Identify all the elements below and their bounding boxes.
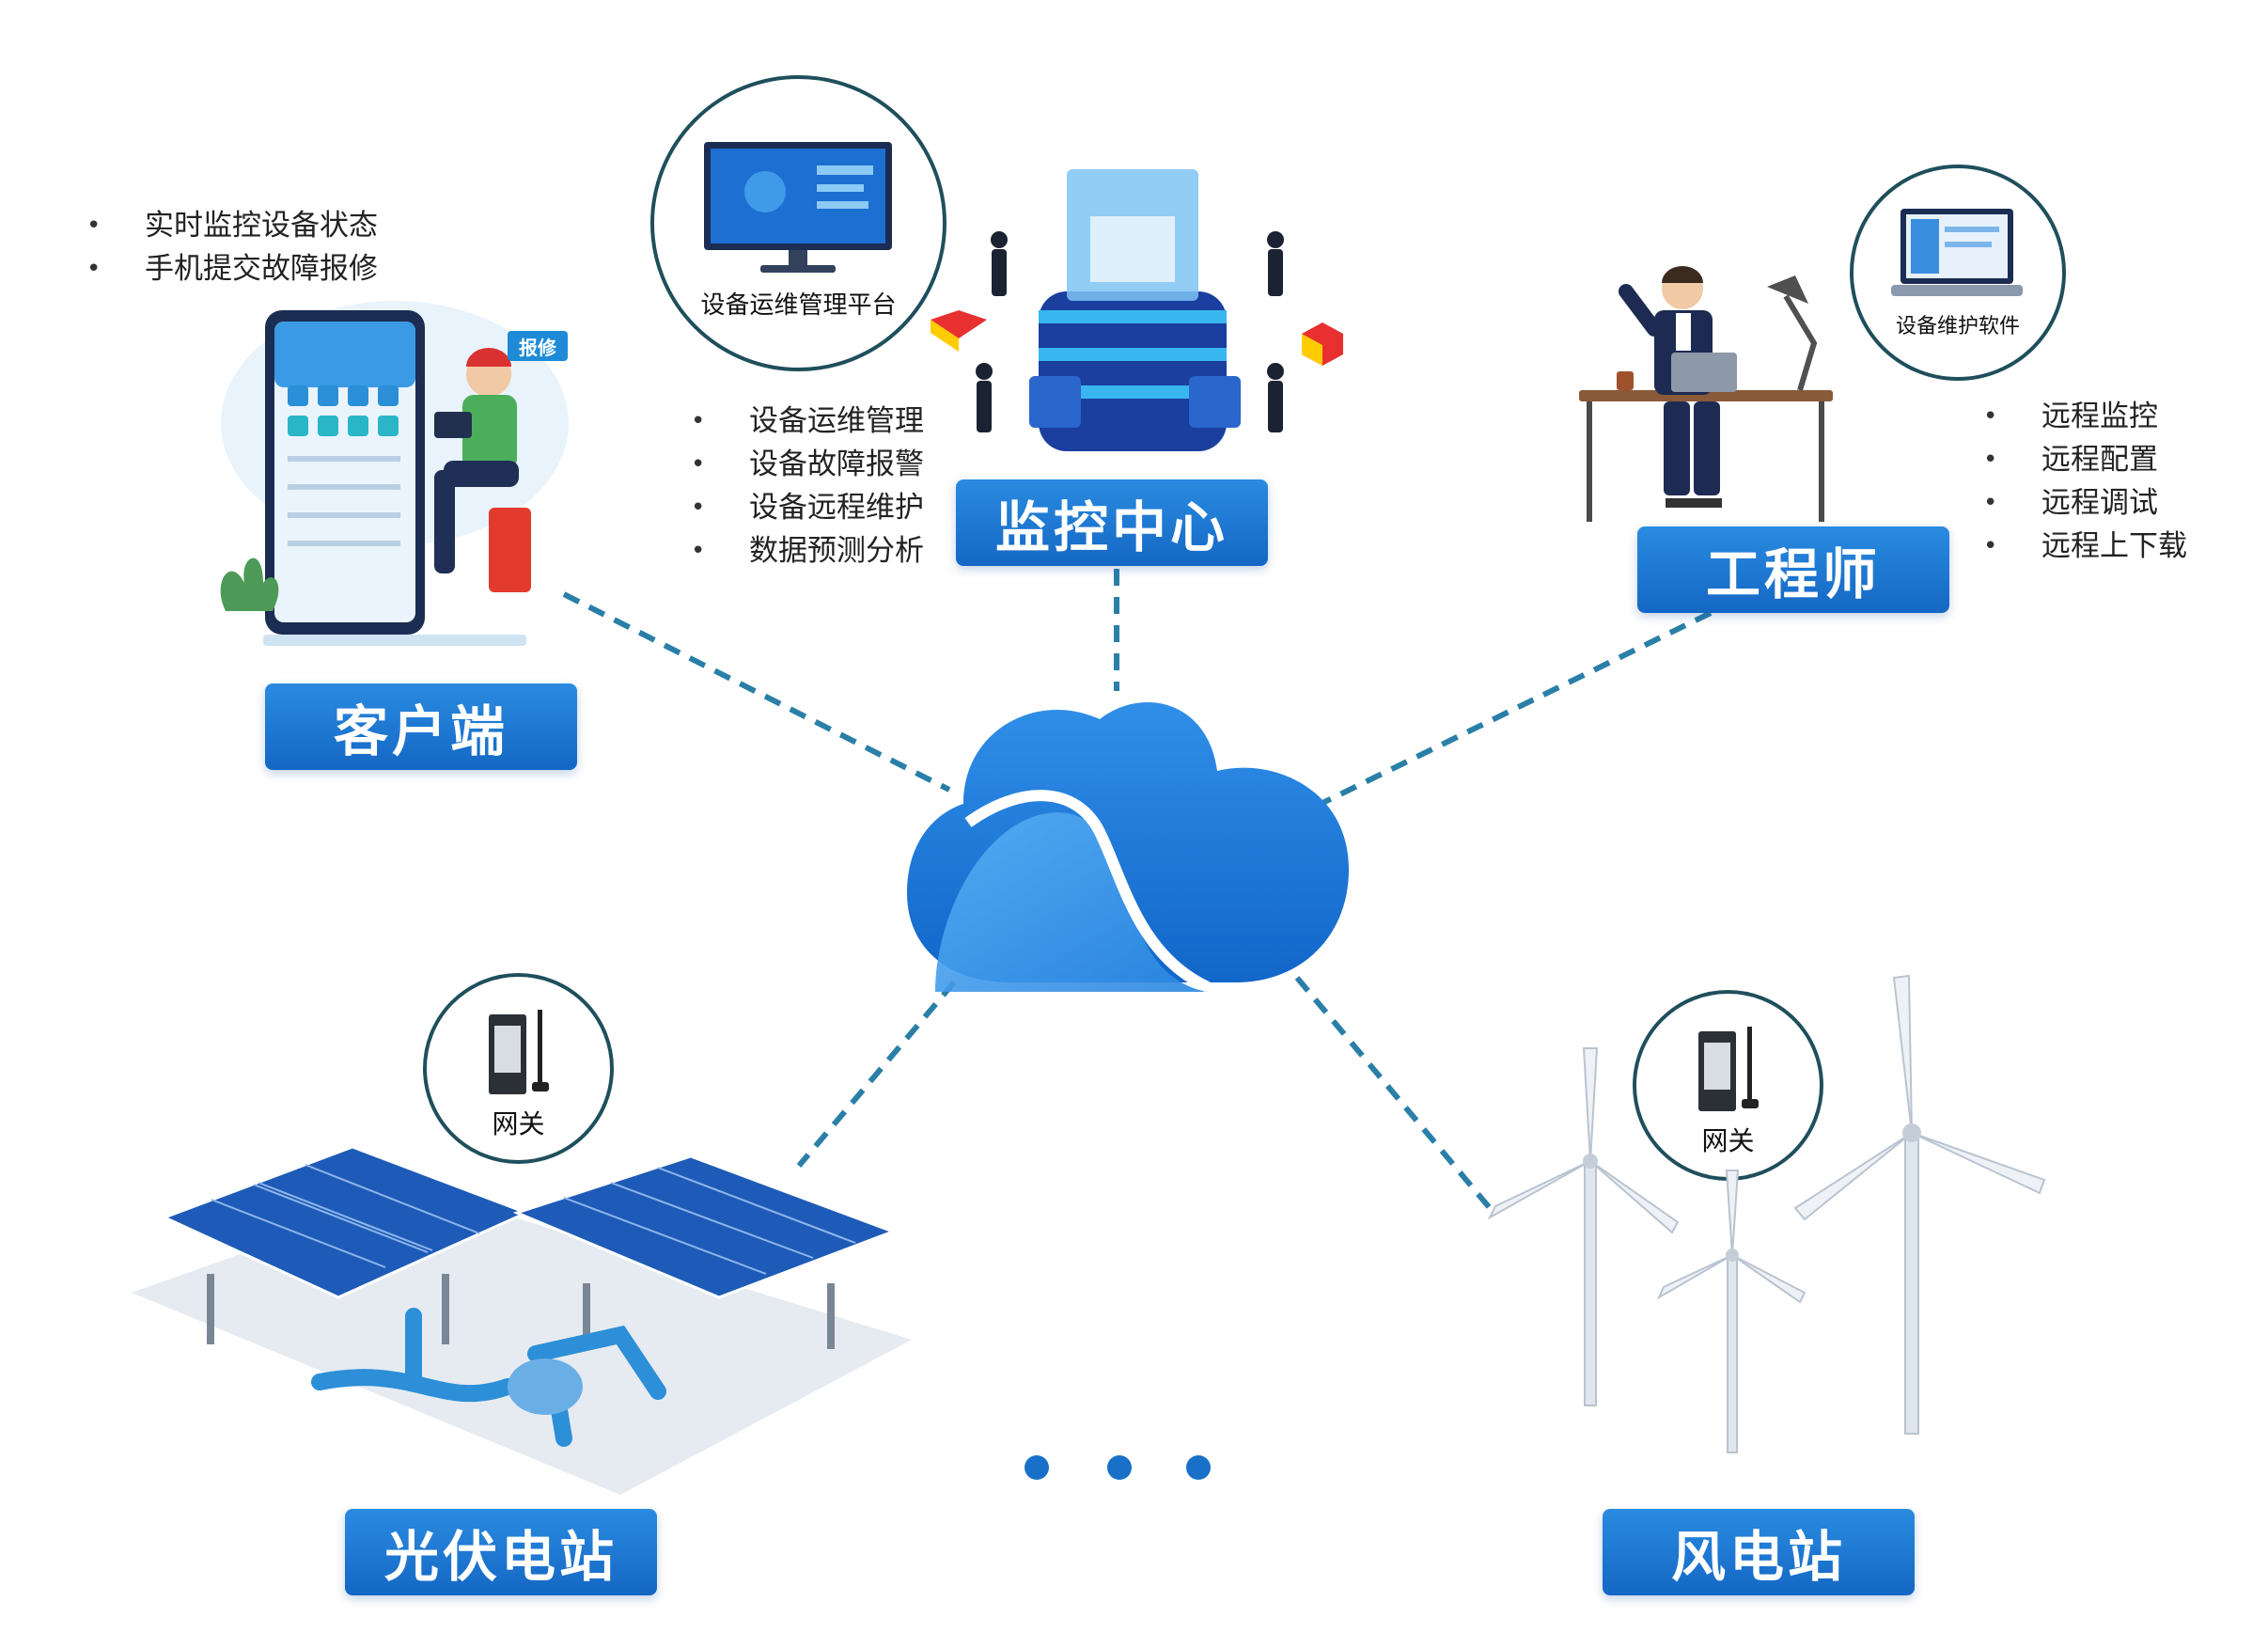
monitor-icon — [704, 142, 892, 273]
monitoring-feature: 设备故障报警 — [691, 443, 924, 486]
gateway-icon — [489, 1010, 549, 1094]
gateway-icon — [1698, 1027, 1759, 1111]
client-illustration — [220, 301, 569, 646]
engineer-feature: 远程配置 — [1983, 438, 2187, 481]
more-dot — [1107, 1455, 1132, 1480]
engineer-feature-list: 远程监控 远程配置 远程调试 远程上下载 — [1983, 395, 2187, 568]
wind-station-label: 风电站 — [1603, 1509, 1915, 1595]
wind-gateway-label: 网关 — [1701, 1125, 1755, 1156]
monitoring-feature: 设备远程维护 — [691, 486, 924, 529]
engineer-feature: 远程监控 — [1983, 395, 2187, 438]
repair-speech-badge: 报修 — [508, 331, 568, 361]
more-dot — [1025, 1455, 1049, 1480]
client-label: 客户端 — [265, 683, 577, 770]
phone-icon — [265, 310, 425, 635]
technician-figure — [434, 348, 531, 592]
monitoring-feature-list: 设备运维管理 设备故障报警 设备远程维护 数据预测分析 — [691, 400, 924, 573]
client-feature-list: 实时监控设备状态 手机提交故障报修 — [86, 204, 378, 290]
solar-gateway-label: 网关 — [492, 1108, 545, 1139]
laptop-icon — [1891, 209, 2023, 296]
client-feature: 手机提交故障报修 — [86, 247, 378, 290]
solar-station-label: 光伏电站 — [345, 1509, 657, 1595]
solar-gateway-badge: 网关 — [423, 973, 614, 1164]
wind-gateway-badge: 网关 — [1633, 990, 1823, 1181]
more-nodes-indicator — [1025, 1455, 1222, 1484]
more-dot — [1186, 1455, 1211, 1480]
solar-panel-icon — [132, 1145, 912, 1495]
cloud-icon — [907, 702, 1349, 993]
platform-badge: 设备运维管理平台 — [650, 75, 946, 371]
engineer-label: 工程师 — [1637, 526, 1949, 613]
monitoring-feature: 设备运维管理 — [691, 400, 924, 443]
link-client — [562, 591, 951, 793]
engineer-illustration — [1579, 266, 1833, 522]
link-solar — [796, 981, 957, 1168]
maintenance-software-badge: 设备维护软件 — [1850, 165, 2066, 381]
client-feature: 实时监控设备状态 — [86, 204, 378, 247]
platform-badge-label: 设备运维管理平台 — [700, 291, 897, 320]
monitoring-center-label: 监控中心 — [956, 479, 1268, 566]
maintenance-software-label: 设备维护软件 — [1895, 315, 2020, 338]
engineer-feature: 远程上下载 — [1983, 525, 2187, 568]
wind-turbine-icon — [1487, 974, 2046, 1453]
engineer-feature: 远程调试 — [1983, 481, 2187, 525]
monitoring-feature: 数据预测分析 — [691, 529, 924, 573]
link-wind — [1294, 976, 1493, 1210]
link-engineer — [1309, 610, 1713, 811]
server-icon — [931, 169, 1343, 451]
